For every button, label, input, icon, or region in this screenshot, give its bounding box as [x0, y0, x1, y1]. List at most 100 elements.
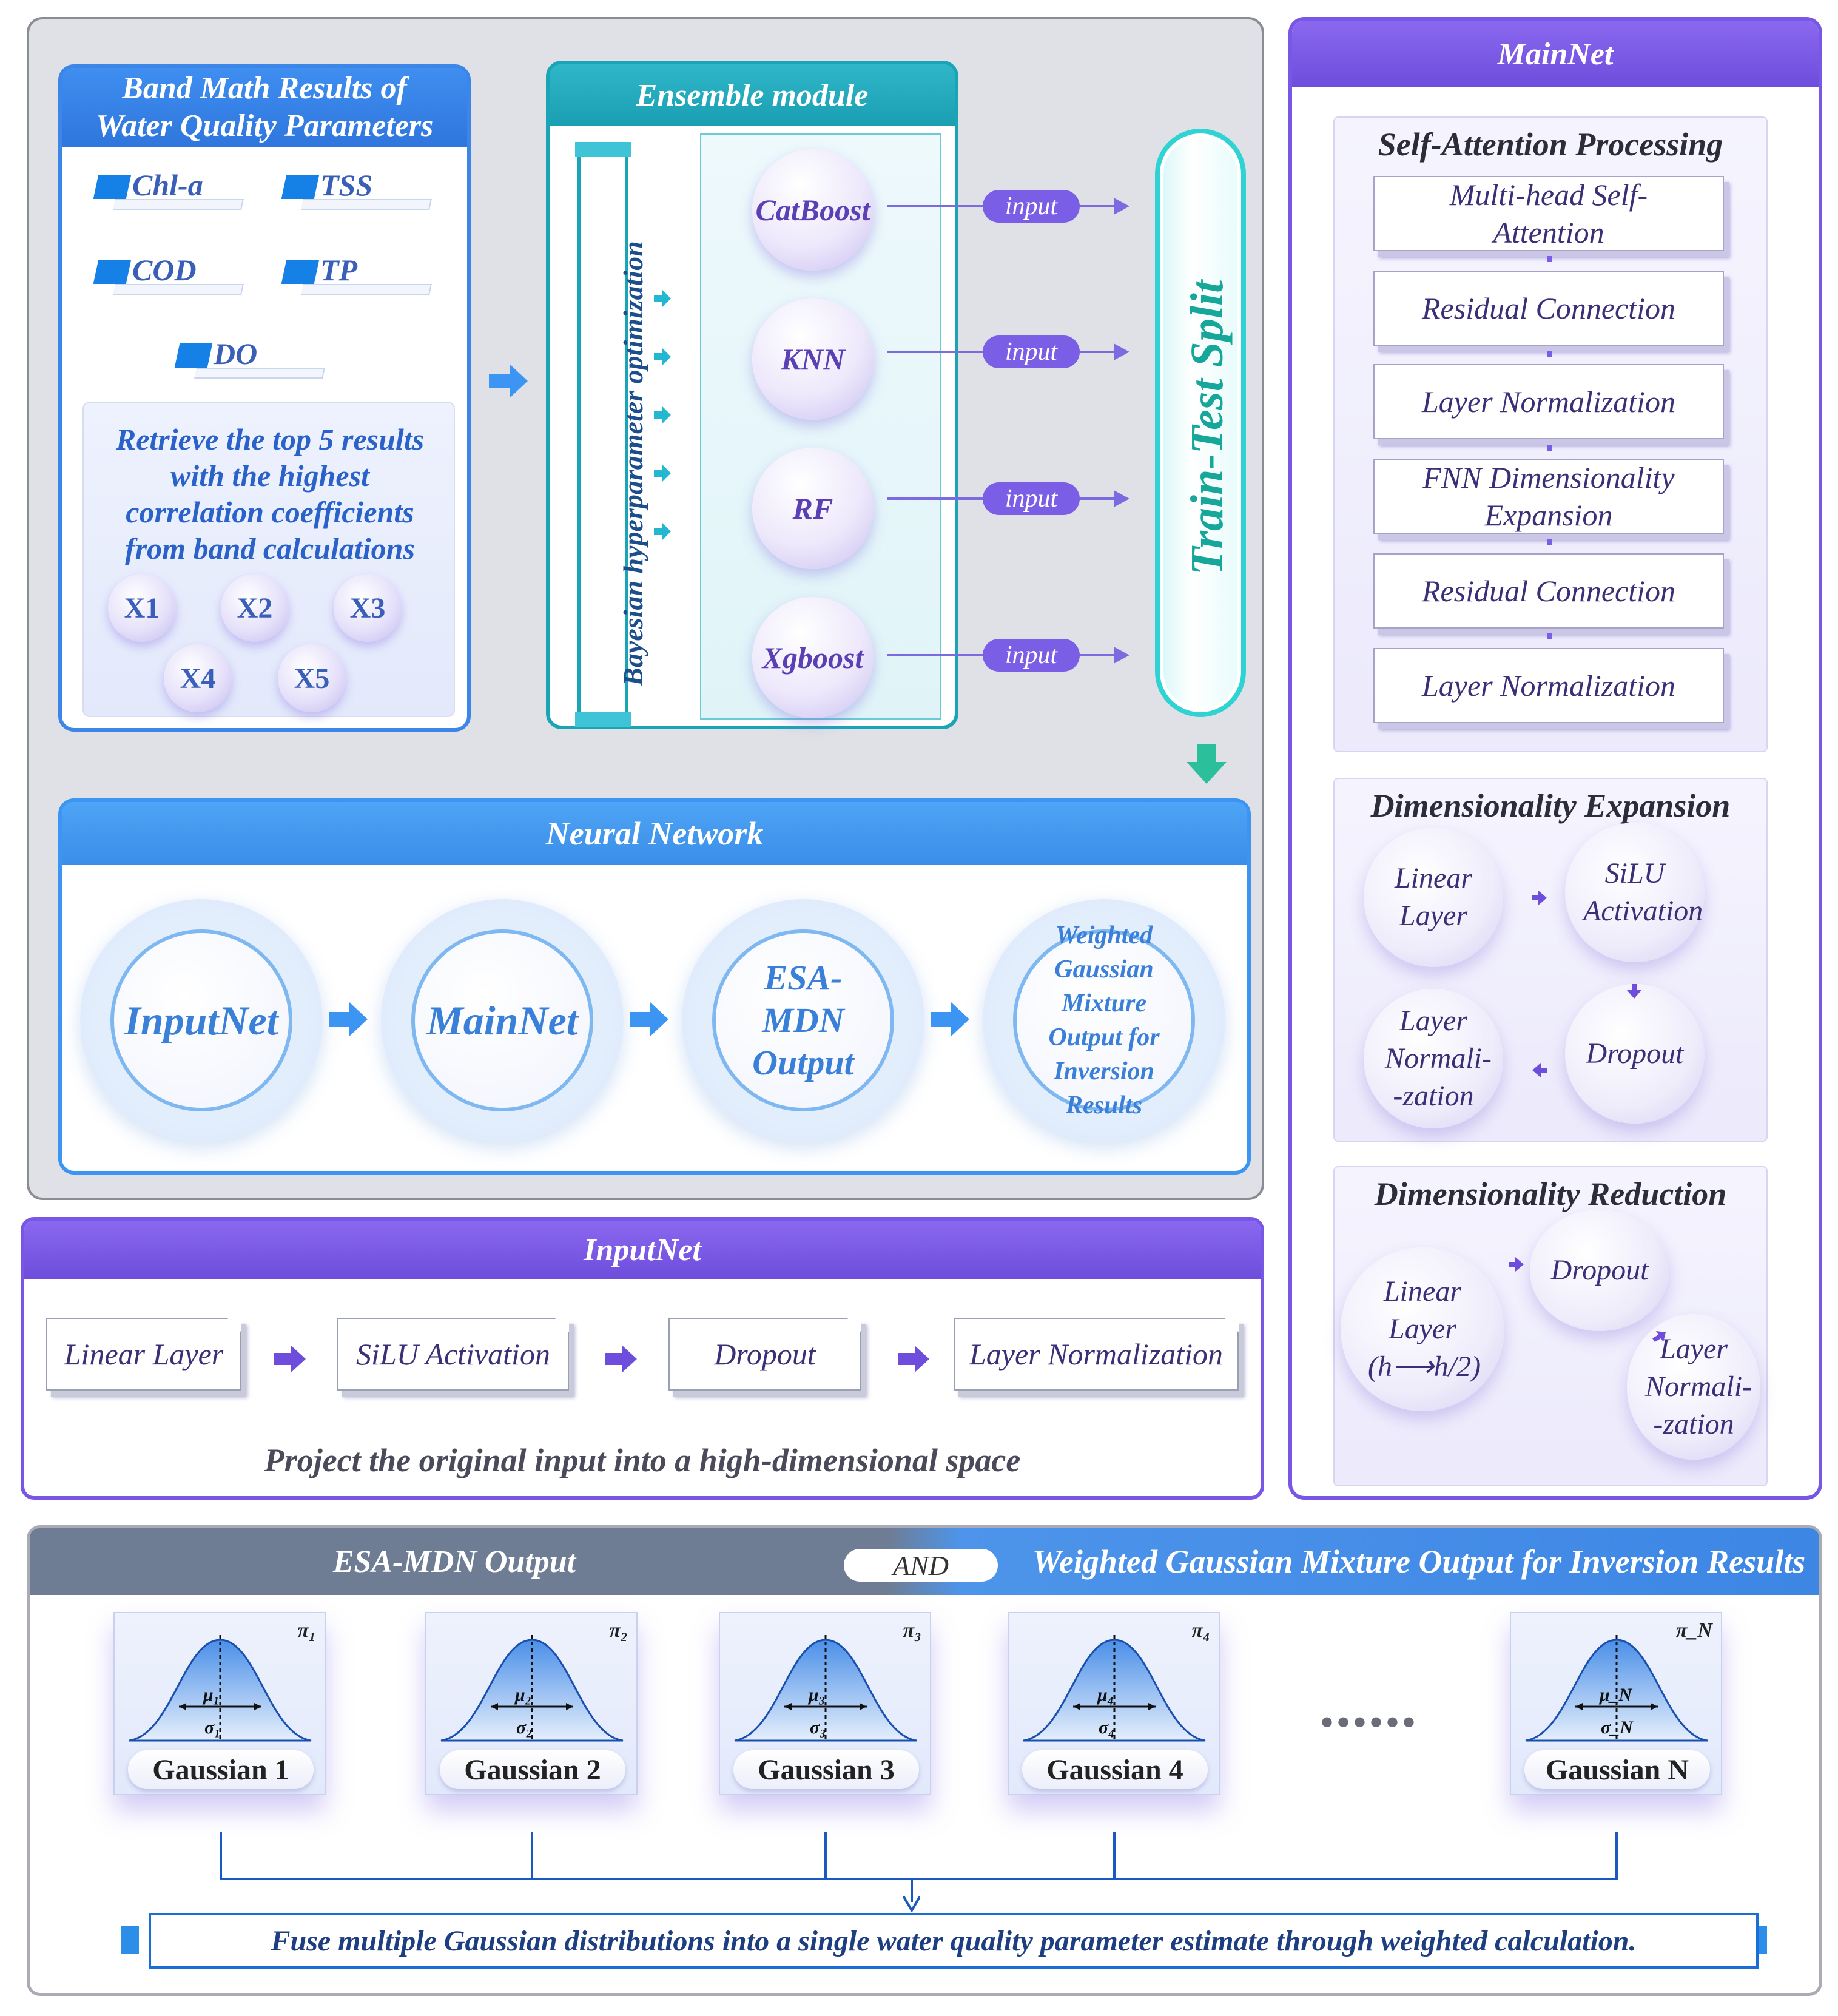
weight-pi: π₃: [903, 1619, 921, 1642]
x3-node: X3: [334, 574, 402, 642]
ensemble-panel: Ensemble module Bayesian hyperparameter …: [546, 61, 958, 729]
connector-dot: [1547, 445, 1552, 451]
nn-node-weighted-gaussian: Weighted Gaussian Mixture Output for Inv…: [983, 899, 1225, 1142]
connector-dot: [1547, 256, 1552, 262]
param-tss: TSS: [281, 168, 432, 210]
gaussian-output-panel: ESA-MDN Output AND Weighted Gaussian Mix…: [27, 1525, 1822, 1996]
de-dropout: Dropout: [1565, 984, 1705, 1124]
sa-step-residual-1: Residual Connection: [1373, 271, 1724, 346]
sa-step-layernorm-2: Layer Normalization: [1373, 648, 1724, 723]
model-catboost: CatBoost: [752, 149, 874, 271]
weighted-gaussian-title: Weighted Gaussian Mixture Output for Inv…: [1032, 1543, 1806, 1580]
arrow-right-icon: [489, 364, 528, 398]
dim-reduction-section: Dimensionality Reduction Linear Layer (h…: [1333, 1166, 1768, 1486]
connector-line: [824, 1832, 827, 1880]
band-math-panel: Band Math Results of Water Quality Param…: [58, 64, 471, 732]
inputnet-caption: Project the original input into a high-d…: [264, 1442, 1021, 1478]
connector-line: [531, 1832, 533, 1880]
gaussian-label: Gaussian 1: [128, 1750, 314, 1789]
weight-pi: π_N: [1675, 1619, 1712, 1642]
std-sigma: σ₁: [204, 1718, 221, 1738]
and-pill: AND: [844, 1549, 998, 1582]
self-attention-title: Self-Attention Processing: [1378, 126, 1723, 163]
model-rf: RF: [752, 448, 874, 569]
bell-curve-icon: [440, 1635, 624, 1742]
gaussian-label: Gaussian 4: [1022, 1750, 1208, 1789]
dr-linear-layer: Linear Layer (h⟶h/2): [1341, 1247, 1504, 1411]
input-pill: input: [983, 639, 1080, 672]
connector-line: [1615, 1832, 1618, 1880]
fuse-description: Fuse multiple Gaussian distributions int…: [149, 1913, 1759, 1969]
x5-node: X5: [278, 644, 346, 712]
nn-node-mainnet: MainNet: [381, 899, 624, 1142]
mean-mu: μ₁: [203, 1685, 220, 1705]
nn-node-esa-mdn: ESA-MDN Output: [682, 899, 924, 1142]
weight-pi: π₄: [1191, 1619, 1210, 1642]
small-arrows-icon: [654, 290, 671, 540]
de-linear-layer: Linear Layer: [1364, 828, 1503, 967]
de-silu-activation: SiLU Activation: [1565, 823, 1705, 962]
retrieve-box: Retrieve the top 5 results with the high…: [82, 402, 455, 717]
x2-node: X2: [221, 574, 289, 642]
de-layer-normalization: Layer Normali- -zation: [1364, 989, 1503, 1128]
self-attention-section: Self-Attention Processing Multi-head Sel…: [1333, 116, 1768, 752]
dr-layer-normalization: Layer Normali- -zation: [1627, 1314, 1760, 1460]
param-do: DO: [174, 337, 325, 379]
bell-curve-icon: [1023, 1635, 1206, 1742]
x4-node: X4: [164, 644, 232, 712]
nn-arrows-icon: [329, 1002, 969, 1036]
param-tp: TP: [281, 253, 432, 295]
arrow-down-icon: [903, 1896, 920, 1912]
gaussian-label: Gaussian N: [1524, 1750, 1710, 1789]
dr-arrows-icon: [1509, 1257, 1666, 1342]
param-chl-a: Chl-a: [93, 168, 244, 210]
bell-curve-icon: [1525, 1635, 1708, 1742]
de-arrows-icon: [1532, 891, 1641, 1077]
neural-network-title: Neural Network: [62, 802, 1247, 865]
weight-pi: π₁: [297, 1619, 316, 1642]
ellipsis: ••••••: [1320, 1702, 1419, 1742]
input-pill: input: [983, 335, 1080, 368]
std-sigma: σ₂: [516, 1718, 533, 1738]
std-sigma: σ_N: [1601, 1718, 1633, 1738]
connector-line: [220, 1878, 1618, 1880]
dim-expansion-title: Dimensionality Expansion: [1370, 787, 1731, 824]
std-sigma: σ₃: [810, 1718, 826, 1738]
gaussian-label: Gaussian 3: [733, 1750, 919, 1789]
mean-mu: μ₄: [1097, 1685, 1114, 1705]
inputnet-layer-normalization: Layer Normalization: [954, 1318, 1239, 1391]
gaussian-card-1: π₁ μ₁ σ₁ Gaussian 1: [113, 1612, 326, 1795]
dim-reduction-title: Dimensionality Reduction: [1374, 1176, 1727, 1212]
neural-network-panel: Neural Network InputNet MainNet ESA-MDN …: [58, 798, 1251, 1175]
bell-curve-icon: [129, 1635, 312, 1742]
bar-cap-top: [575, 142, 631, 157]
nn-node-inputnet: InputNet: [80, 899, 323, 1142]
mean-mu: μ_N: [1600, 1685, 1632, 1705]
mainnet-panel: MainNet Self-Attention Processing Multi-…: [1288, 17, 1822, 1500]
connector-dot: [1547, 351, 1552, 357]
std-sigma: σ₄: [1099, 1718, 1115, 1738]
inputnet-panel: InputNet Linear Layer SiLU Activation Dr…: [21, 1217, 1264, 1500]
gaussian-card-4: π₄ μ₄ σ₄ Gaussian 4: [1008, 1612, 1220, 1795]
mainnet-title: MainNet: [1292, 21, 1819, 87]
x1-node: X1: [108, 574, 176, 642]
retrieve-text: Retrieve the top 5 results with the high…: [115, 422, 425, 565]
model-knn: KNN: [752, 298, 874, 420]
mean-mu: μ₃: [809, 1685, 826, 1705]
bell-curve-icon: [734, 1635, 917, 1742]
bar-cap-bottom: [575, 712, 631, 727]
bayesian-optimization-bar: Bayesian hyperparameter optimization: [577, 149, 648, 726]
sa-step-multihead: Multi-head Self-Attention: [1373, 176, 1724, 251]
model-xgboost: Xgboost: [752, 597, 874, 718]
ensemble-title: Ensemble module: [550, 64, 955, 126]
connector-dot: [1547, 539, 1552, 545]
dr-dropout: Dropout: [1530, 1210, 1669, 1331]
mean-mu: μ₂: [515, 1685, 532, 1705]
gaussian-label: Gaussian 2: [440, 1750, 625, 1789]
connector-line: [911, 1878, 913, 1902]
train-test-split: Train-Test Split: [1155, 129, 1246, 717]
gaussian-card-5: π_N μ_N σ_N Gaussian N: [1510, 1612, 1722, 1795]
gaussian-card-3: π₃ μ₃ σ₃ Gaussian 3: [719, 1612, 931, 1795]
inputnet-arrows-icon: [274, 1346, 929, 1372]
